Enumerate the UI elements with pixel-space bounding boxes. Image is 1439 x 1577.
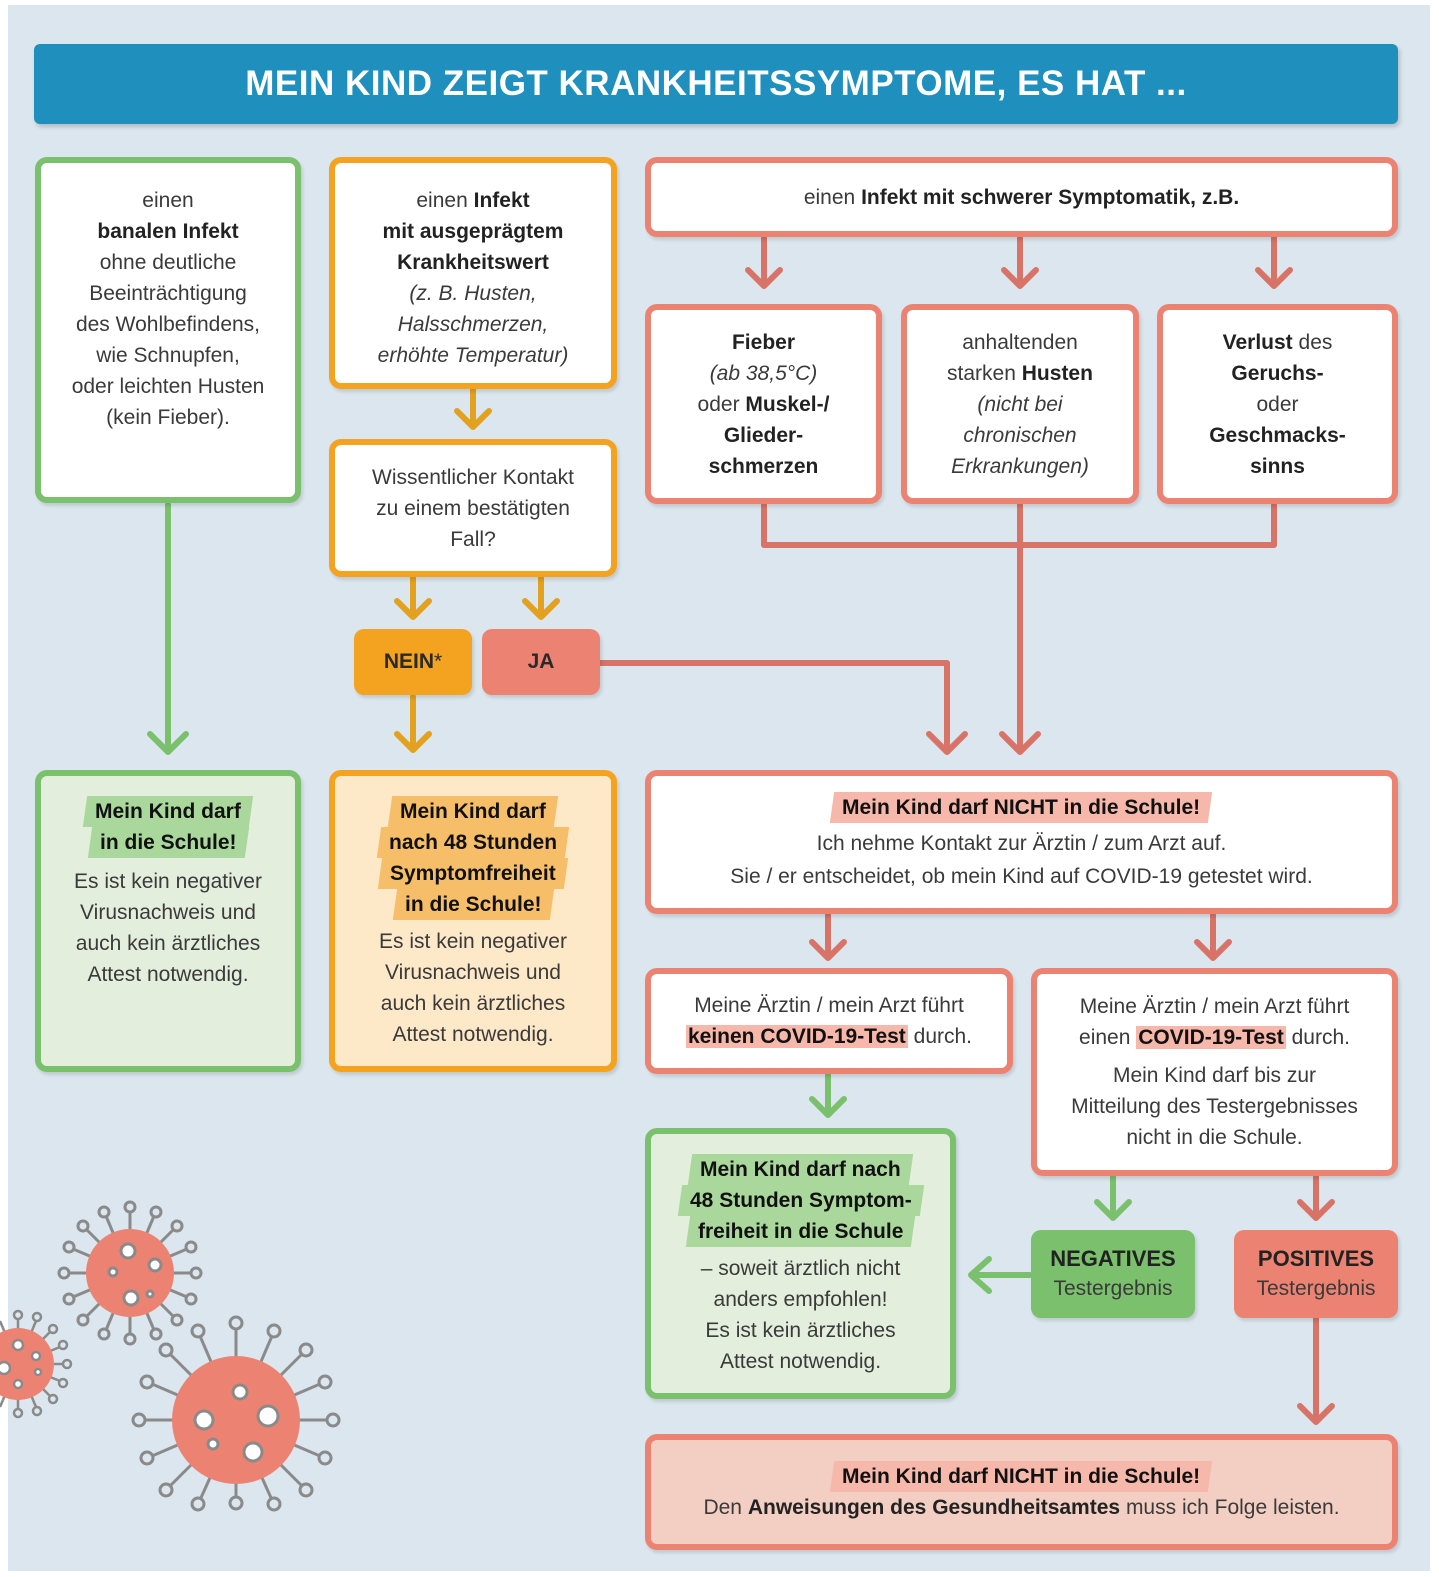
not-in-school-title: Mein Kind darf NICHT in die Schule! (830, 791, 1213, 823)
no-test-line2: keinen COVID-19-Test durch. (685, 1025, 973, 1048)
fever-italic: (ab 38,5°C) (709, 361, 818, 385)
contact-question-box: Wissentlicher Kontakt zu einem bestätigt… (329, 439, 617, 577)
negative-result-box: NEGATIVES Testergebnis (1031, 1230, 1195, 1318)
infection-value-bold3: Krankheitswert (397, 251, 549, 274)
green-title-3: freiheit in die Schule (685, 1216, 916, 1247)
banal-line3: des Wohlbefindens, (75, 313, 261, 336)
severe-infection-box: einen Infekt mit schwerer Symptomatik, z… (645, 157, 1398, 237)
infection-value-italic1: (z. B. Husten, (409, 282, 537, 305)
green-text1: – soweit ärztlich nicht (700, 1257, 901, 1280)
banal-bold: banalen Infekt (97, 220, 239, 243)
final-title: Mein Kind darf NICHT in die Schule! (830, 1460, 1213, 1492)
test-line2: einen COVID-19-Test durch. (1079, 1026, 1350, 1049)
cough-italic3: Erkrankungen) (951, 454, 1089, 478)
after-48h-text3: auch kein ärztliches (380, 992, 566, 1015)
positive-result-box: POSITIVES Testergebnis (1234, 1230, 1398, 1318)
answer-yes-pill: JA (482, 629, 600, 695)
positive-label: POSITIVES (1257, 1246, 1375, 1271)
green-text4: Attest notwendig. (719, 1350, 882, 1373)
smell-bold3: Geschmacks- (1209, 423, 1346, 447)
answer-no-pill: NEIN* (354, 629, 472, 695)
school-after-48h-green-box: Mein Kind darf nach 48 Stunden Symptom- … (645, 1128, 956, 1399)
test-text: Meine Ärztin / mein Arzt führt (1079, 995, 1350, 1018)
test-more3: nicht in die Schule. (1126, 1126, 1303, 1149)
after-48h-title-3: Symptomfreiheit (377, 858, 569, 889)
after-48h-title-1: Mein Kind darf (387, 796, 559, 827)
school-after-48h-box: Mein Kind darf nach 48 Stunden Symptomfr… (329, 770, 617, 1072)
infection-value-line1: einen Infekt (416, 189, 530, 212)
contact-question-line2: zu einem bestätigten (376, 496, 570, 520)
fever-bold: Fieber (731, 330, 796, 354)
positive-text: Testergebnis (1256, 1277, 1376, 1300)
test-more2: Mitteilung des Testergebnisses (1071, 1095, 1358, 1118)
banal-line1: ohne deutliche (99, 251, 237, 274)
page-title: MEIN KIND ZEIGT KRANKHEITSSYMPTOME, ES H… (34, 44, 1398, 124)
contact-question-line1: Wissentlicher Kontakt (372, 465, 574, 489)
school-allowed-title-1: Mein Kind darf (82, 796, 254, 827)
not-in-school-text2: Sie / er entscheidet, ob mein Kind auf C… (730, 864, 1313, 888)
negative-text: Testergebnis (1053, 1277, 1173, 1300)
school-allowed-text2: Virusnachweis und (80, 901, 256, 924)
final-not-in-school-box: Mein Kind darf NICHT in die Schule! Den … (645, 1434, 1398, 1550)
fever-bold3: Glieder- (723, 423, 804, 447)
cough-italic1: (nicht bei (977, 392, 1063, 416)
green-title-2: 48 Stunden Symptom- (677, 1185, 924, 1216)
banal-infection-box: einen banalen Infekt ohne deutliche Beei… (35, 157, 301, 503)
green-text3: Es ist kein ärztliches (705, 1319, 896, 1342)
cough-italic2: chronischen (963, 423, 1077, 447)
fever-box: Fieber (ab 38,5°C) oder Muskel-/ Glieder… (645, 304, 882, 504)
after-48h-title-4: in die Schule! (392, 889, 554, 920)
cough-box: anhaltenden starken Husten (nicht bei ch… (901, 304, 1139, 504)
school-allowed-text3: auch kein ärztliches (75, 932, 261, 955)
banal-pre: einen (142, 189, 194, 212)
infection-value-bold2: mit ausgeprägtem (382, 220, 564, 243)
banal-line6: (kein Fieber). (106, 406, 230, 429)
severe-infection-text: einen Infekt mit schwerer Symptomatik, z… (803, 185, 1240, 209)
answer-no-asterisk: * (434, 650, 443, 673)
school-allowed-title-2: in die Schule! (87, 827, 249, 858)
banal-line5: oder leichten Husten (71, 375, 265, 398)
cough-line1: anhaltenden (962, 330, 1078, 354)
contact-question-line3: Fall? (450, 527, 496, 551)
green-title-1: Mein Kind darf nach (687, 1154, 914, 1185)
school-allowed-box: Mein Kind darf in die Schule! Es ist kei… (35, 770, 301, 1072)
banal-line4: wie Schnupfen, (96, 344, 240, 367)
fever-bold4: schmerzen (708, 454, 819, 478)
test-box: Meine Ärztin / mein Arzt führt einen COV… (1031, 968, 1398, 1176)
negative-label: NEGATIVES (1050, 1246, 1176, 1271)
smell-taste-box: Verlust des Geruchs- oder Geschmacks- si… (1157, 304, 1398, 504)
school-allowed-text1: Es ist kein negativer (74, 870, 262, 893)
school-allowed-text4: Attest notwendig. (87, 963, 249, 986)
smell-line1: Verlust des (1222, 330, 1333, 354)
answer-no-label: NEIN (383, 650, 434, 673)
no-test-text: Meine Ärztin / mein Arzt führt (694, 994, 964, 1017)
no-test-box: Meine Ärztin / mein Arzt führt keinen CO… (645, 968, 1013, 1074)
banal-line2: Beeinträchtigung (89, 282, 247, 305)
fever-or-line: oder Muskel-/ (697, 392, 830, 416)
infection-value-italic2: Halsschmerzen, (397, 313, 549, 336)
not-in-school-box: Mein Kind darf NICHT in die Schule! Ich … (645, 770, 1398, 914)
infection-value-italic3: erhöhte Temperatur) (377, 344, 569, 367)
after-48h-text4: Attest notwendig. (392, 1023, 554, 1046)
infection-value-box: einen Infekt mit ausgeprägtem Krankheits… (329, 157, 617, 389)
not-in-school-text1: Ich nehme Kontakt zur Ärztin / zum Arzt … (816, 831, 1227, 855)
smell-or: oder (1256, 392, 1299, 416)
answer-yes-label: JA (527, 650, 555, 673)
after-48h-title-2: nach 48 Stunden (376, 827, 570, 858)
after-48h-text2: Virusnachweis und (385, 961, 561, 984)
green-text2: anders empfohlen! (713, 1288, 888, 1311)
smell-bold2: Geruchs- (1231, 361, 1324, 385)
test-more1: Mein Kind darf bis zur (1112, 1064, 1317, 1087)
final-text: Den Anweisungen des Gesundheitsamtes mus… (703, 1495, 1340, 1519)
after-48h-text1: Es ist kein negativer (379, 930, 567, 953)
cough-line2: starken Husten (947, 361, 1093, 385)
smell-bold4: sinns (1250, 454, 1305, 478)
